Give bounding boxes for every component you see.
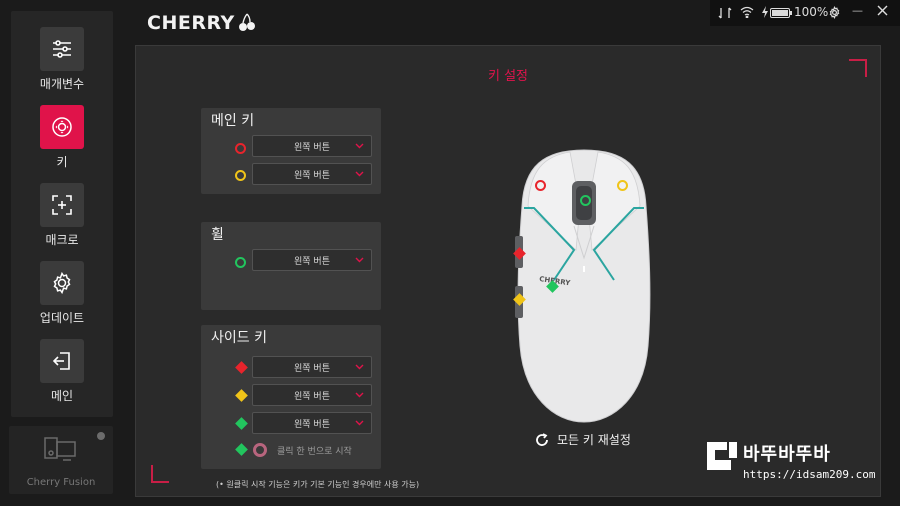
macro-add-icon bbox=[40, 183, 84, 227]
watermark-url: https://idsam209.com bbox=[743, 468, 876, 481]
watermark: 바뚜바뚜바 https://idsam209.com bbox=[703, 434, 883, 494]
corner-accent bbox=[849, 59, 867, 77]
battery-icon bbox=[770, 8, 792, 18]
yellow-diamond-marker bbox=[235, 389, 248, 402]
footnote: (• 원클릭 시작 기능은 키가 기본 기능인 경우에만 사용 가능) bbox=[216, 480, 420, 489]
green-diamond-marker bbox=[235, 443, 248, 456]
side-key-3-dropdown[interactable]: 왼쪽 버튼 bbox=[252, 412, 372, 434]
connection-icon[interactable] bbox=[718, 6, 732, 20]
sidebar-item-keys[interactable]: 키 bbox=[11, 105, 113, 170]
charging-icon bbox=[761, 6, 769, 18]
dropdown-value: 왼쪽 버튼 bbox=[294, 142, 330, 153]
wifi-icon bbox=[740, 6, 754, 18]
page-title: 키 설정 bbox=[487, 69, 528, 84]
gear-icon bbox=[40, 261, 84, 305]
exit-icon bbox=[40, 339, 84, 383]
settings-gear-icon[interactable] bbox=[828, 6, 841, 19]
minimize-button[interactable]: — bbox=[852, 4, 863, 17]
sidebar-item-label: 매크로 bbox=[45, 233, 79, 247]
key-target-icon bbox=[40, 105, 84, 149]
chevron-down-icon bbox=[355, 171, 364, 177]
system-tray: 100% — bbox=[710, 0, 900, 26]
key-settings-panel: 키 설정 메인 키 왼쪽 버튼 왼쪽 버튼 휠 왼쪽 버튼 사이드 키 왼쪽 버… bbox=[135, 45, 881, 497]
side-key-2-dropdown[interactable]: 왼쪽 버튼 bbox=[252, 384, 372, 406]
card-title: 사이드 키 bbox=[211, 330, 267, 346]
sidebar-item-parameters[interactable]: 매개변수 bbox=[11, 27, 113, 92]
mouse-right-button-marker[interactable] bbox=[617, 180, 628, 191]
reset-label: 모든 키 재설정 bbox=[557, 433, 631, 447]
sidebar-item-label: 업데이트 bbox=[39, 311, 85, 325]
reset-icon bbox=[536, 432, 548, 446]
card-title: 메인 키 bbox=[211, 113, 255, 129]
main-key-right-dropdown[interactable]: 왼쪽 버튼 bbox=[252, 163, 372, 185]
mouse-left-button-marker[interactable] bbox=[535, 180, 546, 191]
chevron-down-icon bbox=[355, 420, 364, 426]
battery-percent: 100% bbox=[794, 5, 829, 19]
sidebar-item-label: 매개변수 bbox=[39, 77, 85, 91]
green-diamond-marker bbox=[235, 417, 248, 430]
cherry-fusion-button[interactable]: Cherry Fusion bbox=[9, 426, 113, 494]
sidebar-item-macro[interactable]: 매크로 bbox=[11, 183, 113, 248]
mouse-wheel-marker[interactable] bbox=[580, 195, 591, 206]
dropdown-value: 왼쪽 버튼 bbox=[294, 419, 330, 430]
sidebar-item-label: 메인 bbox=[50, 389, 74, 403]
dropdown-value: 왼쪽 버튼 bbox=[294, 363, 330, 374]
yellow-ring-marker bbox=[235, 170, 246, 181]
main-keys-card: 메인 키 왼쪽 버튼 왼쪽 버튼 bbox=[201, 108, 381, 194]
wheel-dropdown[interactable]: 왼쪽 버튼 bbox=[252, 249, 372, 271]
devices-icon bbox=[44, 437, 76, 461]
sidebar: 매개변수 키 매크로 업데이트 bbox=[11, 11, 113, 417]
status-dot bbox=[97, 432, 105, 440]
dropdown-value: 왼쪽 버튼 bbox=[294, 170, 330, 181]
dropdown-value: 왼쪽 버튼 bbox=[294, 391, 330, 402]
main-key-left-dropdown[interactable]: 왼쪽 버튼 bbox=[252, 135, 372, 157]
cherry-icon bbox=[238, 13, 255, 31]
close-icon[interactable] bbox=[877, 5, 888, 16]
sliders-icon bbox=[40, 27, 84, 71]
sidebar-item-label: 키 bbox=[56, 155, 68, 169]
wheel-card: 휠 왼쪽 버튼 bbox=[201, 222, 381, 310]
red-ring-marker bbox=[235, 143, 246, 154]
dropdown-value: 왼쪽 버튼 bbox=[294, 256, 330, 267]
side-key-1-dropdown[interactable]: 왼쪽 버튼 bbox=[252, 356, 372, 378]
one-click-start-toggle[interactable] bbox=[253, 443, 267, 457]
chevron-down-icon bbox=[355, 257, 364, 263]
corner-accent bbox=[151, 465, 169, 483]
chevron-down-icon bbox=[355, 392, 364, 398]
logo-text: CHERRY bbox=[147, 12, 235, 34]
chevron-down-icon bbox=[355, 143, 364, 149]
mouse-illustration: CHERRY bbox=[515, 149, 651, 423]
chevron-down-icon bbox=[355, 364, 364, 370]
fusion-label: Cherry Fusion bbox=[26, 477, 96, 488]
green-ring-marker bbox=[235, 257, 246, 268]
reset-all-keys-button[interactable]: 모든 키 재설정 bbox=[535, 431, 631, 448]
one-click-start-label: 클릭 한 번으로 시작 bbox=[277, 447, 352, 457]
red-diamond-marker bbox=[235, 361, 248, 374]
watermark-title: 바뚜바뚜바 bbox=[743, 444, 831, 465]
side-keys-card: 사이드 키 왼쪽 버튼 왼쪽 버튼 왼쪽 버튼 클릭 한 번으로 시작 bbox=[201, 325, 381, 469]
card-title: 휠 bbox=[211, 227, 224, 243]
watermark-logo-icon bbox=[707, 442, 737, 470]
cherry-logo: CHERRY bbox=[147, 12, 256, 34]
sidebar-item-update[interactable]: 업데이트 bbox=[11, 261, 113, 326]
sidebar-item-main[interactable]: 메인 bbox=[11, 339, 113, 404]
